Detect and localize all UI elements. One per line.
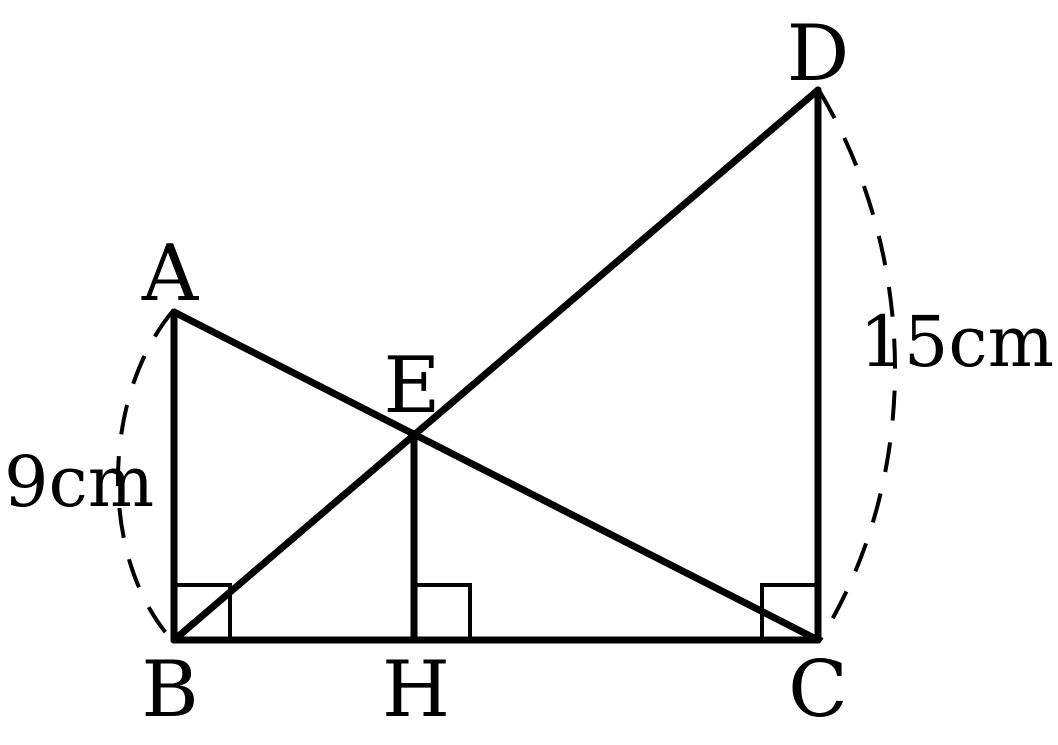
point-label-h: H [382,645,450,735]
right-angle-marker-h [414,583,472,640]
point-label-b: B [141,645,198,735]
brace-ab [116,310,174,642]
point-label-a: A [141,229,200,319]
right-angle-marker-b [174,583,232,640]
right-angle-marker-c [760,583,818,640]
point-label-d: D [787,9,850,99]
length-label-ab: 9cm [4,441,154,523]
point-label-c: C [788,645,848,735]
length-label-dc: 15cm [859,301,1054,383]
brace-dc [818,90,897,642]
point-label-e: E [384,341,441,431]
segment-ac [170,308,822,644]
segment-bd [170,86,822,644]
